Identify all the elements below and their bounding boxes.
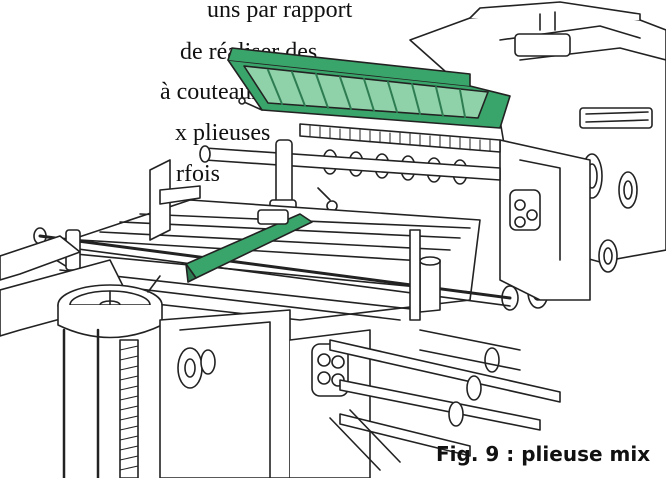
motor-cylinder	[409, 229, 441, 321]
machine-frame	[499, 139, 591, 301]
upper-crossbar	[199, 97, 501, 215]
figure-caption: Fig. 9 : plieuse mix	[436, 442, 651, 466]
threaded-screw	[62, 328, 139, 478]
hand-wheel	[57, 275, 163, 339]
body-text-line: uns par rapport	[207, 0, 353, 23]
body-text-line: rfois	[176, 161, 220, 187]
green-cover	[227, 47, 511, 129]
machine-back-body	[409, 1, 666, 263]
lower-base	[159, 309, 371, 478]
left-frame	[0, 159, 201, 337]
body-text-line: x plieuses	[175, 120, 271, 146]
delivery-rails	[329, 329, 561, 471]
green-paper-guide	[185, 209, 313, 283]
